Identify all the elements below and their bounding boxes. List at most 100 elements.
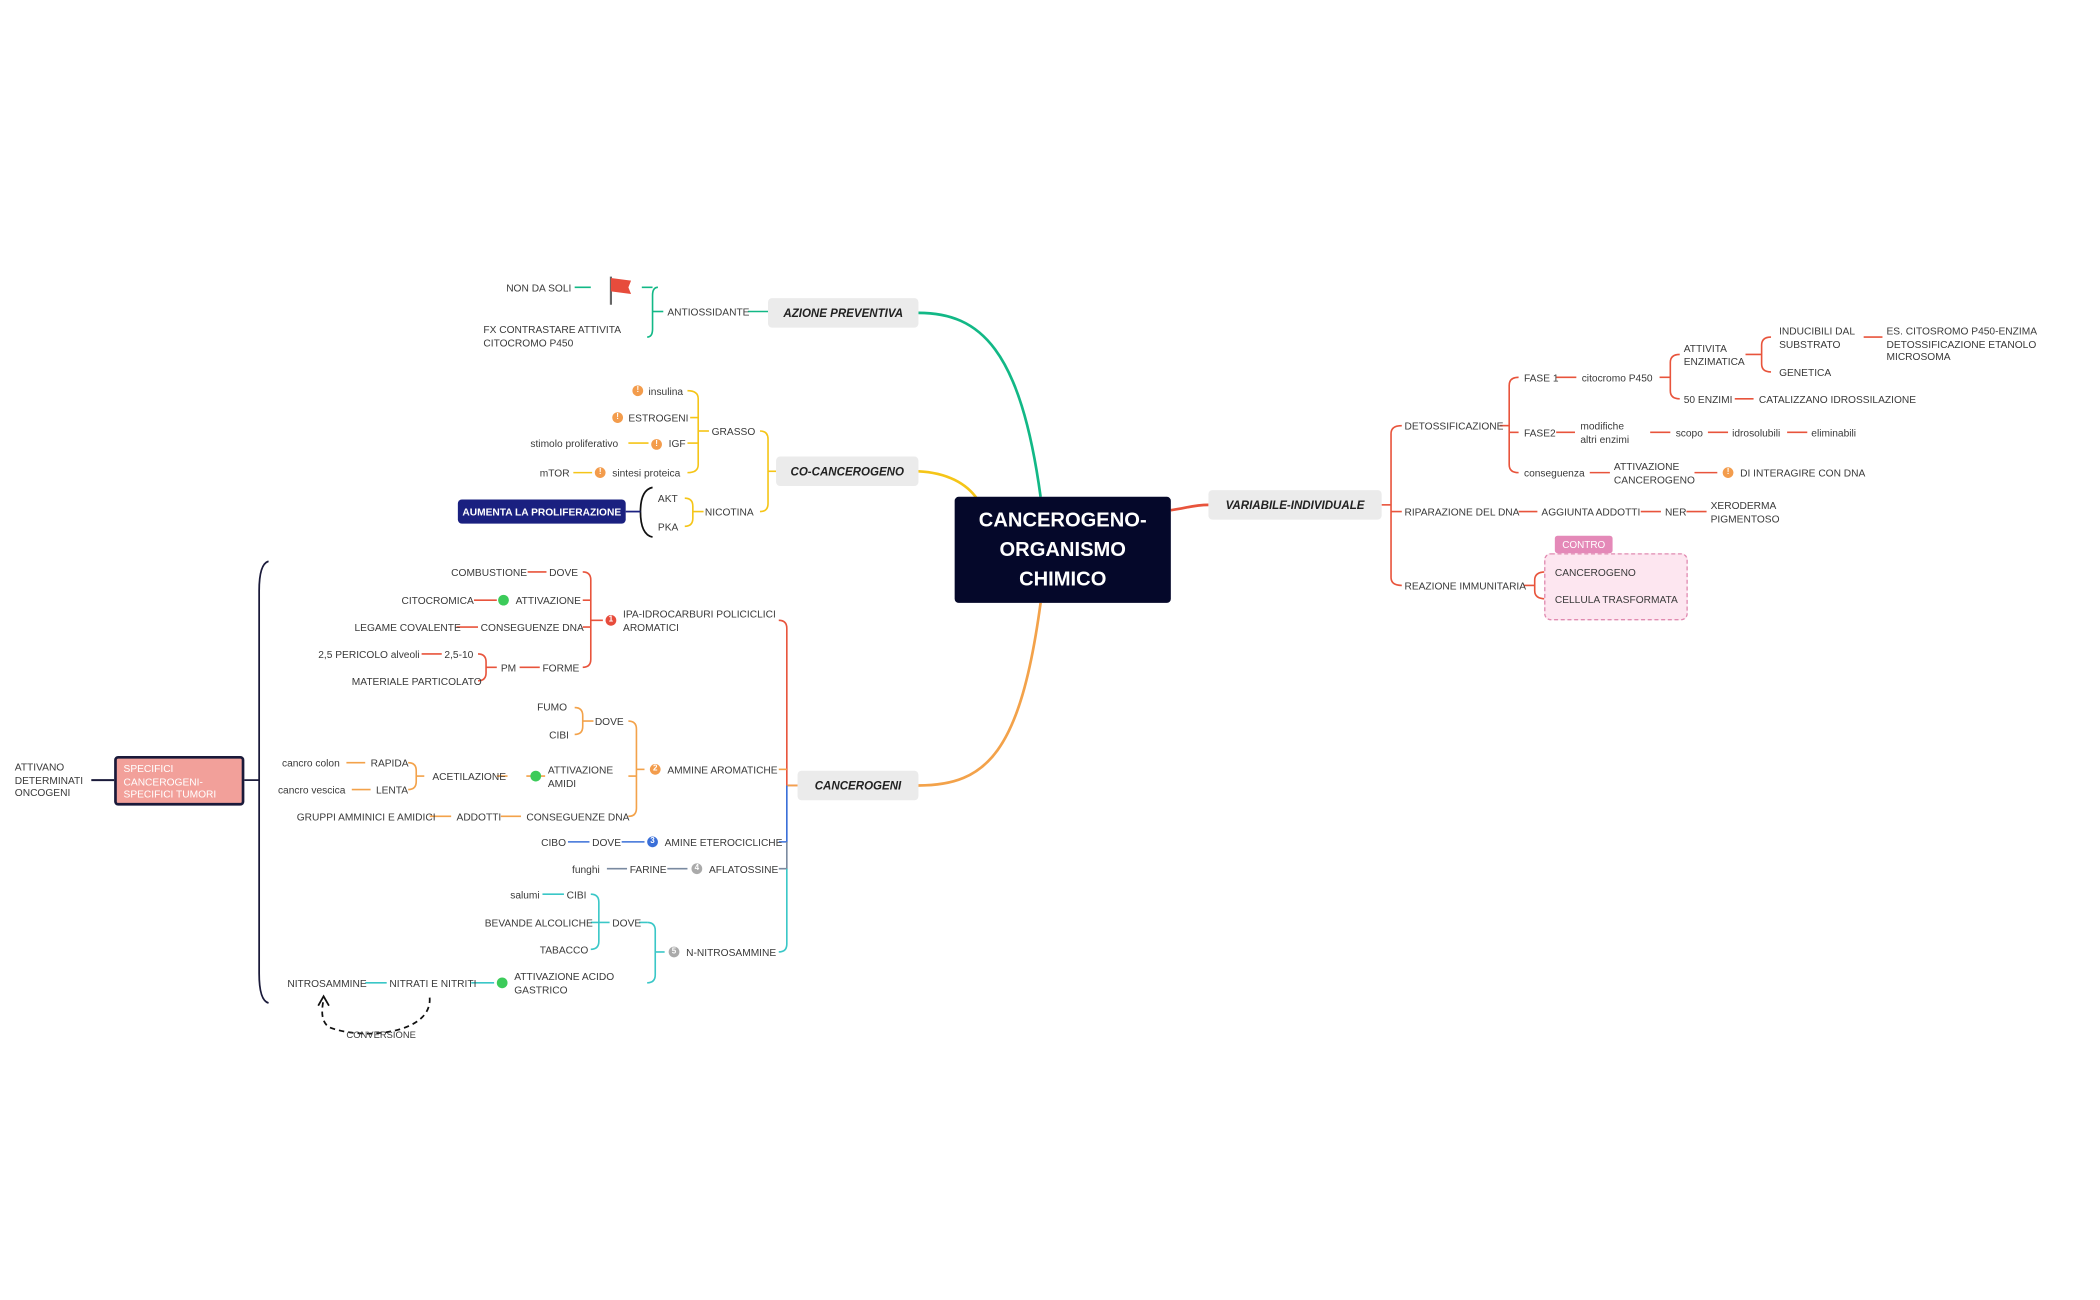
node-antiossidante[interactable]: ANTIOSSIDANTE	[667, 306, 750, 319]
node-cancro-vescica[interactable]: cancro vescica	[277, 784, 346, 797]
node-bevande-alcoliche[interactable]: BEVANDE ALCOLICHE	[484, 917, 593, 930]
spec-line-2: CANCEROGENI-	[123, 775, 203, 788]
node-cibo[interactable]: CIBO	[541, 836, 567, 849]
node-cibi-nitro[interactable]: CIBI	[566, 888, 587, 901]
node-fase1[interactable]: FASE 1	[1523, 371, 1559, 385]
node-conseguenze-dna-ammine[interactable]: CONSEGUENZE DNA	[526, 810, 630, 824]
node-50-enzimi[interactable]: 50 ENZIMI	[1683, 393, 1733, 406]
node-dove-ammine[interactable]: DOVE	[594, 715, 624, 728]
number-bubble-icon: 1	[605, 614, 617, 626]
node-insulina[interactable]: insulina	[648, 385, 684, 398]
node-amine-eterocicliche[interactable]: AMINE ETEROCICLICHE	[664, 836, 783, 849]
spec-line-3: SPECIFICI TUMORI	[123, 788, 217, 801]
contro-tag[interactable]: CONTRO	[1554, 535, 1613, 554]
node-fase2[interactable]: FASE2	[1523, 426, 1556, 440]
node-citocromica[interactable]: CITOCROMICA	[401, 594, 474, 607]
node-genetica[interactable]: GENETICA	[1779, 366, 1832, 379]
node-modifiche[interactable]: modifiche altri enzimi	[1580, 420, 1629, 446]
node-attivazione-cancerogeno[interactable]: ATTIVAZIONE CANCEROGENO	[1614, 461, 1695, 487]
central-node[interactable]: CANCEROGENO- ORGANISMO CHIMICO	[954, 496, 1171, 603]
node-ipa[interactable]: IPA-IDROCARBURI POLICICLICI AROMATICI	[623, 608, 776, 634]
node-riparazione-dna[interactable]: RIPARAZIONE DEL DNA	[1404, 506, 1520, 519]
node-addotti[interactable]: ADDOTTI	[456, 810, 502, 824]
node-idrosolubili[interactable]: idrosolubili	[1732, 426, 1781, 440]
node-aggiunta-addotti[interactable]: AGGIUNTA ADDOTTI	[1541, 506, 1641, 519]
node-attivazione-ipa[interactable]: ATTIVAZIONE	[515, 594, 581, 607]
specifici-cancerogeni-box[interactable]: SPECIFICI CANCEROGENI- SPECIFICI TUMORI	[114, 755, 245, 806]
warning-bubble-icon: !	[651, 439, 662, 450]
node-attivita-enzimatica[interactable]: ATTIVITA ENZIMATICA	[1684, 342, 1745, 368]
contro-group-box	[1544, 553, 1688, 621]
node-fx-contrastare[interactable]: FX CONTRASTARE ATTIVITA CITOCROMO P450	[483, 324, 621, 350]
conversione-label[interactable]: CONVERSIONE	[346, 1031, 416, 1041]
node-pka[interactable]: PKA	[657, 520, 679, 534]
node-materiale-particolato[interactable]: MATERIALE PARTICOLATO	[351, 675, 482, 688]
attiv-canc-line-2: CANCEROGENO	[1613, 473, 1695, 486]
node-n-nitrosammine[interactable]: N-NITROSAMMINE	[686, 946, 777, 959]
node-attivazione-acido[interactable]: ATTIVAZIONE ACIDO GASTRICO	[514, 971, 614, 997]
node-sintesi-proteica[interactable]: sintesi proteica	[612, 467, 681, 480]
node-pericolo-alveoli[interactable]: 2,5 PERICOLO alveoli	[318, 648, 420, 661]
aumenta-proliferazione-box[interactable]: AUMENTA LA PROLIFERAZIONE	[457, 499, 626, 524]
node-combustione[interactable]: COMBUSTIONE	[451, 566, 528, 579]
node-forme[interactable]: FORME	[542, 661, 580, 675]
node-ammine-aromatiche[interactable]: AMMINE AROMATICHE	[667, 763, 778, 777]
node-eliminabili[interactable]: eliminabili	[1811, 426, 1857, 440]
node-legame-covalente[interactable]: LEGAME COVALENTE	[354, 621, 461, 634]
node-citocromo-p450[interactable]: citocromo P450	[1581, 371, 1653, 385]
node-nitrati-nitriti[interactable]: NITRATI E NITRITI	[389, 977, 477, 990]
branch-variabile-individuale[interactable]: VARIABILE-INDIVIDUALE	[1208, 490, 1382, 520]
node-dove-nitro[interactable]: DOVE	[612, 917, 642, 930]
node-salumi[interactable]: salumi	[510, 888, 540, 901]
node-conseguenza[interactable]: conseguenza	[1523, 467, 1585, 480]
node-stimolo-proliferativo[interactable]: stimolo proliferativo	[530, 437, 619, 450]
node-nicotina[interactable]: NICOTINA	[704, 506, 754, 519]
node-farine[interactable]: FARINE	[629, 863, 667, 876]
node-interagire-dna[interactable]: DI INTERAGIRE CON DNA	[1740, 467, 1866, 480]
node-dove-amine[interactable]: DOVE	[592, 836, 622, 849]
node-estrogeni[interactable]: ESTROGENI	[628, 412, 689, 425]
node-grasso[interactable]: GRASSO	[711, 425, 756, 438]
node-range[interactable]: 2,5-10	[444, 648, 474, 661]
node-mtor[interactable]: mTOR	[539, 467, 570, 480]
node-conseguenze-dna-ipa[interactable]: CONSEGUENZE DNA	[480, 621, 584, 634]
node-reazione-immunitaria[interactable]: REAZIONE IMMUNITARIA	[1404, 580, 1527, 593]
node-cancro-colon[interactable]: cancro colon	[281, 757, 340, 770]
node-cibi-ammine[interactable]: CIBI	[549, 729, 570, 742]
node-acetilazione[interactable]: ACETILAZIONE	[432, 770, 507, 783]
branch-co-cancerogeno[interactable]: CO-CANCEROGENO	[776, 456, 919, 487]
node-igf[interactable]: IGF	[668, 437, 686, 450]
node-xeroderma[interactable]: XERODERMA PIGMENTOSO	[1711, 499, 1780, 525]
node-nitrosammine[interactable]: NITROSAMMINE	[287, 977, 367, 990]
node-cancerogeno[interactable]: CANCEROGENO	[1554, 566, 1636, 579]
node-ner[interactable]: NER	[1664, 506, 1687, 519]
node-pm[interactable]: PM	[500, 661, 517, 675]
branch-azione-preventiva[interactable]: AZIONE PREVENTIVA	[768, 298, 919, 328]
node-non-da-soli[interactable]: NON DA SOLI	[506, 281, 572, 295]
warning-bubble-icon: !	[594, 467, 606, 479]
node-dove-ipa[interactable]: DOVE	[549, 566, 579, 579]
node-es-citosromo[interactable]: ES. CITOSROMO P450-ENZIMA DETOSSIFICAZIO…	[1886, 325, 2099, 363]
node-cellula-trasformata[interactable]: CELLULA TRASFORMATA	[1554, 593, 1678, 606]
node-funghi[interactable]: funghi	[571, 863, 600, 876]
node-catalizzano[interactable]: CATALIZZANO IDROSSILAZIONE	[1758, 393, 1917, 406]
node-gruppi-amminici[interactable]: GRUPPI AMMINICI E AMIDICI	[296, 810, 436, 824]
node-tabacco[interactable]: TABACCO	[539, 943, 589, 957]
node-scopo[interactable]: scopo	[1675, 426, 1703, 440]
green-dot-icon	[498, 594, 509, 606]
node-rapida[interactable]: RAPIDA	[370, 757, 409, 770]
node-akt[interactable]: AKT	[657, 492, 678, 505]
spec-line-1: SPECIFICI	[123, 762, 174, 775]
node-lenta[interactable]: LENTA	[375, 784, 409, 797]
fx-line-2: CITOCROMO P450	[483, 336, 574, 349]
branch-cancerogeni[interactable]: CANCEROGENI	[797, 770, 919, 801]
inducibili-line-2: SUBSTRATO	[1779, 337, 1841, 350]
node-attivazione-amidi[interactable]: ATTIVAZIONE AMIDI	[548, 764, 613, 790]
node-inducibili[interactable]: INDUCIBILI DAL SUBSTRATO	[1779, 325, 1855, 351]
node-aflatossine[interactable]: AFLATOSSINE	[708, 863, 779, 876]
node-detossificazione[interactable]: DETOSSIFICAZIONE	[1404, 420, 1504, 433]
node-attivano-oncogeni[interactable]: ATTIVANO DETERMINATI ONCOGENI	[15, 761, 83, 799]
es-line-1: ES. CITOSROMO P450-ENZIMA	[1886, 324, 2038, 338]
node-fumo[interactable]: FUMO	[537, 700, 568, 713]
